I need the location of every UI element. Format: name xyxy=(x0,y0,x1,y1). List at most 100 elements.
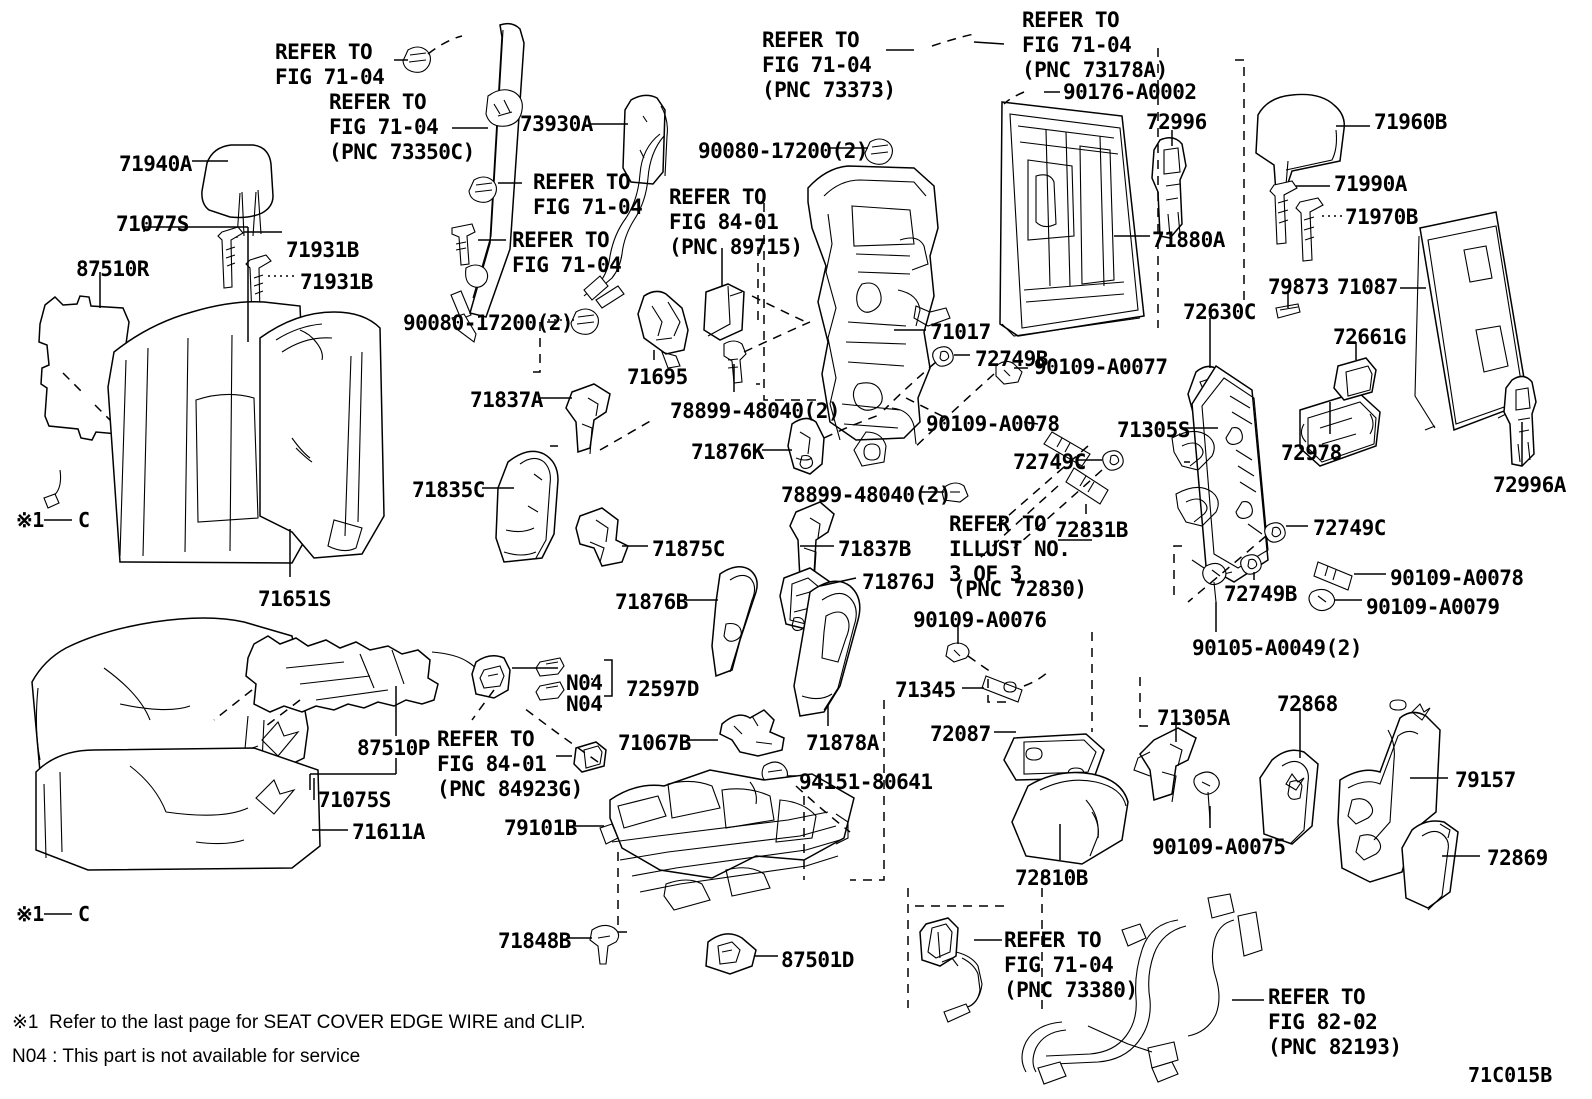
part-nut-94151-80641 xyxy=(761,761,789,787)
part-label-p-73930a: 73930A xyxy=(520,112,593,136)
part-label-p-72810b: 72810B xyxy=(1015,866,1088,890)
footnote-2: N04 : This part is not available for ser… xyxy=(12,1046,361,1067)
part-rod-71345 xyxy=(981,675,1023,703)
part-seat-cushion-71075s xyxy=(31,617,309,789)
part-cap-72868 xyxy=(1259,749,1319,845)
part-n04-clip-2 xyxy=(535,681,565,701)
part-cap-72869 xyxy=(1401,820,1459,911)
part-latch-72996a xyxy=(1503,375,1537,467)
part-label-p-90109-a0076: 90109-A0076 xyxy=(913,608,1047,632)
part-heater-mat-87510p xyxy=(213,635,499,727)
part-label-p-72087: 72087 xyxy=(930,722,991,746)
part-bolt-90109-a0075 xyxy=(1193,771,1220,821)
part-label-p-72978: 72978 xyxy=(1281,441,1342,465)
part-label-p-72749b-1: 72749B xyxy=(975,347,1048,371)
part-bracket-71878a xyxy=(793,580,861,717)
part-label-p-71611a: 71611A xyxy=(352,820,425,844)
part-headrest-71940a xyxy=(201,144,274,239)
part-label-p-71876b: 71876B xyxy=(615,590,688,614)
sheet-code: 71C015B xyxy=(1468,1063,1553,1087)
part-cover-72810b xyxy=(1011,771,1129,865)
part-bracket-71876b xyxy=(711,566,758,678)
part-label-p-90080-17200-2-a: 90080-17200(2) xyxy=(698,139,869,163)
part-label-p-71345: 71345 xyxy=(895,678,956,702)
part-label-p-71960b: 71960B xyxy=(1374,110,1447,134)
part-bracket-71876j xyxy=(779,567,831,632)
part-label-p-79157: 79157 xyxy=(1455,768,1516,792)
part-washer-72749b-2 xyxy=(1240,554,1262,575)
part-label-p-72749b-2: 72749B xyxy=(1224,582,1297,606)
part-label-p-72868: 72868 xyxy=(1277,692,1338,716)
footnote-1: ※1 Refer to the last page for SEAT COVER… xyxy=(12,1012,586,1033)
part-bolt-90109-a0079 xyxy=(1308,588,1336,612)
part-label-p-72869: 72869 xyxy=(1487,846,1548,870)
part-bolt-90109-a0076 xyxy=(945,642,970,663)
part-nut-90080-17200-d xyxy=(864,138,894,165)
part-label-p-71878a: 71878A xyxy=(806,731,879,755)
part-bracket-71875c xyxy=(575,507,629,567)
part-latch-72630c xyxy=(1187,365,1227,423)
part-label-refer-71-04-73350c: REFER TO FIG 71-04 (PNC 73350C) xyxy=(329,90,475,164)
part-label-p-71837b: 71837B xyxy=(838,537,911,561)
part-label-p-90105-a0049-2: 90105-A0049(2) xyxy=(1192,636,1363,660)
part-label-p-72831b: 72831B xyxy=(1055,518,1128,542)
part-panel-71087 xyxy=(1414,211,1529,432)
footnote-marker-letter-upper: C xyxy=(78,508,90,532)
part-seat-cushion-frame-71611a xyxy=(35,747,321,871)
part-label-p-71017: 71017 xyxy=(930,320,991,344)
part-bolt-90105-a0049 xyxy=(1202,562,1227,603)
part-lever-71067b xyxy=(719,709,785,757)
part-washer-72749c-2 xyxy=(1264,522,1286,543)
part-label-p-87501d: 87501D xyxy=(781,948,854,972)
part-recliner-bracket-71305s xyxy=(1171,364,1269,583)
part-bolt-71931b-1 xyxy=(217,226,244,289)
part-clip-72661g xyxy=(1333,357,1377,401)
part-label-p-79101b: 79101B xyxy=(504,816,577,840)
part-label-n04-1: N04 xyxy=(566,671,603,695)
part-label-refer-71-04-c: REFER TO FIG 71-04 xyxy=(512,228,622,277)
part-label-p-71940a: 71940A xyxy=(119,152,192,176)
part-label-p-71305s: 71305S xyxy=(1117,418,1190,442)
part-label-p-72661g: 72661G xyxy=(1333,325,1406,349)
part-label-p-71305a: 71305A xyxy=(1157,706,1230,730)
part-label-p-71931b-2: 71931B xyxy=(300,270,373,294)
part-label-refer-illust-3of3: REFER TO ILLUST NO. 3 OF 3 xyxy=(949,512,1071,586)
part-label-p-71880a: 71880A xyxy=(1152,228,1225,252)
part-label-p-71837a: 71837A xyxy=(470,388,543,412)
part-bracket-79157 xyxy=(1337,699,1441,883)
part-label-p-72749c-1: 72749C xyxy=(1013,450,1086,474)
part-latch-72996 xyxy=(1151,137,1187,239)
part-washer-72749c-1 xyxy=(1102,450,1124,471)
part-bolt-90109-a0078-b xyxy=(1313,561,1353,591)
part-label-p-72749c-2: 72749C xyxy=(1313,516,1386,540)
part-bracket-71695 xyxy=(637,290,689,369)
part-cover-72087 xyxy=(1003,733,1105,781)
part-label-refer-82-02-82193: REFER TO FIG 82-02 (PNC 82193) xyxy=(1268,985,1402,1059)
part-clip-71848b xyxy=(589,924,620,965)
leader-lines xyxy=(44,33,1523,1012)
part-headrest-71960b xyxy=(1255,93,1346,196)
part-label-p-94151-80641: 94151-80641 xyxy=(799,770,933,794)
part-label-p-78899-48040-2-b: 78899-48040(2) xyxy=(781,483,952,507)
part-label-refer-71-04-a: REFER TO FIG 71-04 xyxy=(275,40,385,89)
part-recliner-arm-71305a xyxy=(1133,727,1197,803)
part-label-p-71875c: 71875C xyxy=(652,537,725,561)
footnote-marker-upper: ※1 xyxy=(16,508,44,532)
part-label-n04-2: N04 xyxy=(566,692,603,716)
part-label-p-87510r: 87510R xyxy=(76,257,149,281)
part-label-p-90109-a0077: 90109-A0077 xyxy=(1034,355,1168,379)
part-bolt-71990a xyxy=(1269,180,1298,245)
part-label-p-87510p: 87510P xyxy=(357,736,430,760)
part-bracket-71837b xyxy=(789,501,835,585)
part-label-p-90109-a0078-b: 90109-A0078 xyxy=(1390,566,1524,590)
part-side-cover-71835c xyxy=(495,450,559,563)
part-label-p-90109-a0075: 90109-A0075 xyxy=(1152,835,1286,859)
part-bracket-71876k xyxy=(787,417,825,475)
part-label-p-90109-a0079: 90109-A0079 xyxy=(1366,595,1500,619)
part-label-refer-71-04-73380: REFER TO FIG 71-04 (PNC 73380) xyxy=(1004,928,1138,1002)
part-label-p-71087: 71087 xyxy=(1337,275,1398,299)
part-clip-72597d xyxy=(471,655,511,699)
part-wire-89715-lead xyxy=(583,133,665,309)
